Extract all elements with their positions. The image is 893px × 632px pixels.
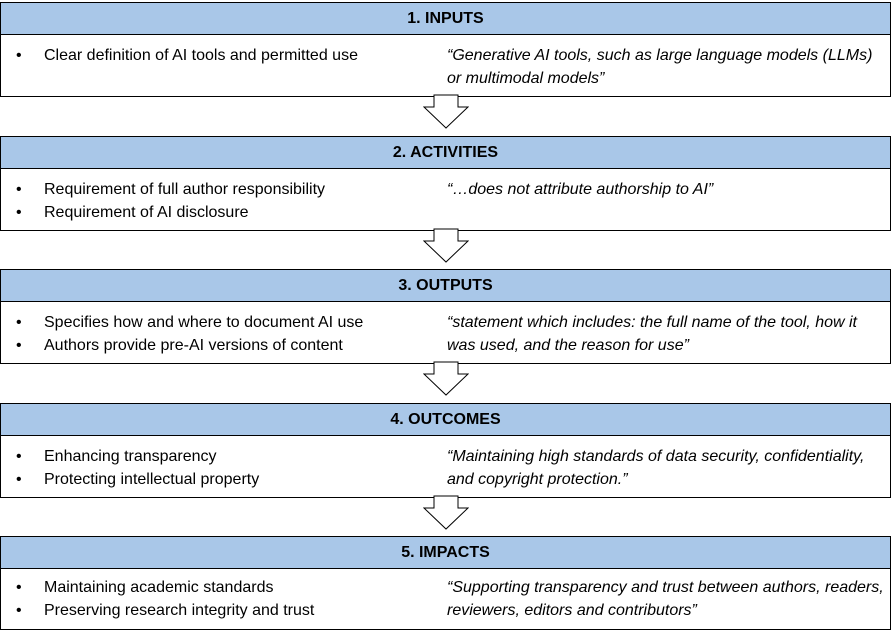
bullet-item: Requirement of full author responsibilit… (16, 178, 325, 201)
section-body: Specifies how and where to document AI u… (0, 301, 891, 364)
bullet-list: Requirement of full author responsibilit… (16, 178, 325, 224)
section-title: 3. OUTPUTS (0, 269, 891, 302)
quote-text: “…does not attribute authorship to AI” (447, 181, 714, 198)
down-arrow-icon (423, 94, 469, 129)
bullet-list: Clear definition of AI tools and permitt… (16, 44, 358, 67)
bullet-item: Protecting intellectual property (16, 468, 259, 491)
bullet-item: Enhancing transparency (16, 445, 259, 468)
bullet-item: Specifies how and where to document AI u… (16, 311, 363, 334)
quote-text: “Maintaining high standards of data secu… (447, 448, 865, 488)
bullet-item: Authors provide pre-AI versions of conte… (16, 334, 363, 357)
bullet-list: Maintaining academic standards Preservin… (16, 576, 314, 622)
down-arrow-icon (423, 495, 469, 530)
quote-text: “Generative AI tools, such as large lang… (447, 47, 873, 87)
down-arrow-icon (423, 361, 469, 396)
section-title: 5. IMPACTS (0, 536, 891, 569)
section-body: Enhancing transparency Protecting intell… (0, 435, 891, 498)
section-title: 2. ACTIVITIES (0, 136, 891, 169)
bullet-item: Clear definition of AI tools and permitt… (16, 44, 358, 67)
quote-text: “statement which includes: the full name… (447, 314, 857, 354)
bullet-item: Preserving research integrity and trust (16, 599, 314, 622)
section-body: Maintaining academic standards Preservin… (0, 568, 891, 630)
down-arrow-icon (423, 228, 469, 263)
bullet-item: Maintaining academic standards (16, 576, 314, 599)
section-body: Requirement of full author responsibilit… (0, 168, 891, 231)
section-title: 4. OUTCOMES (0, 403, 891, 436)
quote-text: “Supporting transparency and trust betwe… (447, 579, 884, 619)
bullet-list: Enhancing transparency Protecting intell… (16, 445, 259, 491)
section-title: 1. INPUTS (0, 2, 891, 35)
section-body: Clear definition of AI tools and permitt… (0, 34, 891, 97)
bullet-item: Requirement of AI disclosure (16, 201, 325, 224)
bullet-list: Specifies how and where to document AI u… (16, 311, 363, 357)
